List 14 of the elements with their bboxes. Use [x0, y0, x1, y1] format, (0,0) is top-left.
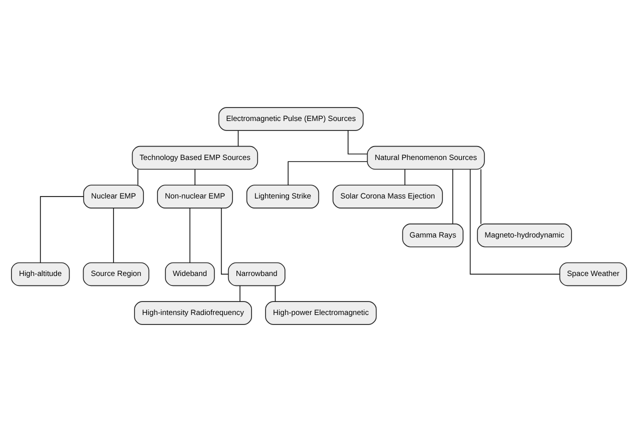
connector: [137, 168, 138, 185]
connector: [452, 168, 454, 224]
connector: [274, 284, 276, 302]
connector: [288, 160, 368, 186]
connector: [404, 168, 406, 185]
connector: [40, 196, 84, 263]
connector: [189, 207, 190, 263]
connector: [348, 130, 368, 154]
connector: [220, 207, 229, 274]
connector: [480, 168, 482, 224]
connector: [194, 168, 196, 185]
connector: [470, 168, 560, 274]
connector: [113, 207, 114, 263]
connector: [238, 130, 239, 146]
